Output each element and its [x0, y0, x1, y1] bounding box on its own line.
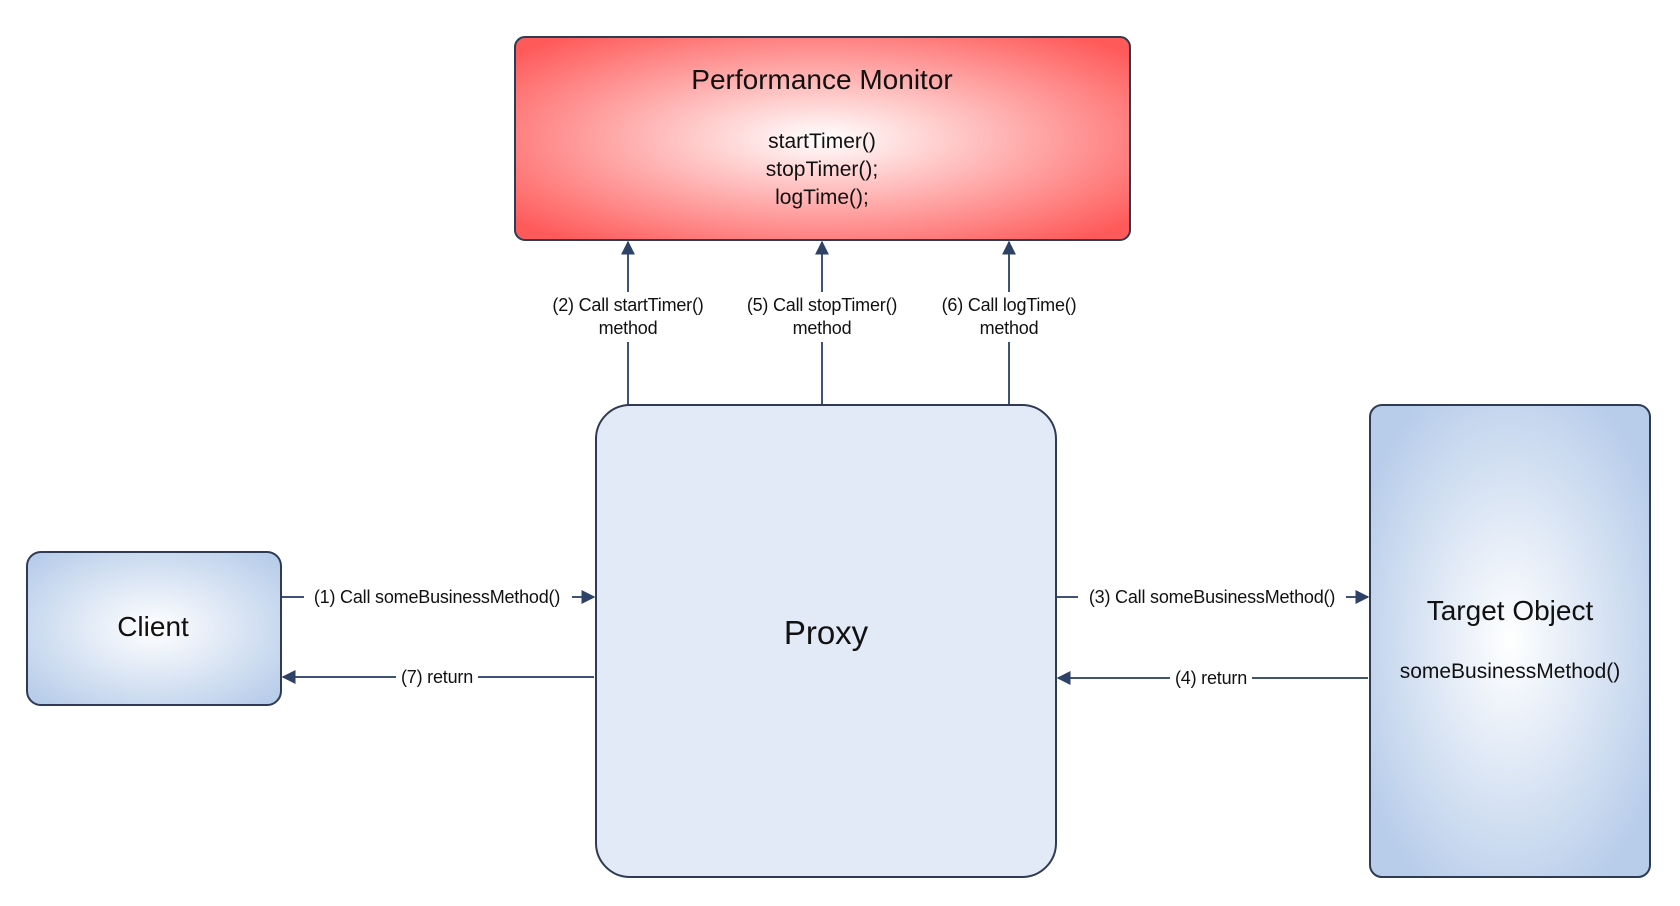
edge-client-call-label: (1) Call someBusinessMethod() — [314, 587, 560, 607]
edge-log-time-label-line2: method — [980, 318, 1039, 338]
target-object-box: Target Object someBusinessMethod() — [1369, 404, 1651, 878]
client-title: Client — [117, 611, 189, 642]
edge-target-return-label: (4) return — [1175, 668, 1247, 688]
proxy-title: Proxy — [784, 614, 869, 651]
monitor-method-log-time: logTime(); — [775, 186, 869, 209]
edge-client-return-label: (7) return — [401, 667, 473, 687]
proxy-box: Proxy — [595, 404, 1057, 878]
performance-monitor-box: Performance Monitor startTimer() stopTim… — [514, 36, 1131, 241]
edge-target-return: (4) return — [1056, 665, 1368, 691]
edge-client-call: (1) Call someBusinessMethod() — [281, 584, 596, 610]
edge-target-call: (3) Call someBusinessMethod() — [1056, 584, 1370, 610]
performance-monitor-title: Performance Monitor — [691, 64, 952, 95]
edge-start-timer-label-line1: (2) Call startTimer() — [552, 295, 703, 315]
target-object-title: Target Object — [1427, 595, 1594, 626]
monitor-method-start-timer: startTimer() — [768, 130, 876, 153]
client-box: Client — [26, 551, 282, 706]
edge-start-timer: (2) Call startTimer() method — [542, 240, 714, 405]
edge-stop-timer-label-line1: (5) Call stopTimer() — [747, 295, 897, 315]
edge-target-call-label: (3) Call someBusinessMethod() — [1089, 587, 1335, 607]
monitor-method-stop-timer: stopTimer(); — [766, 158, 878, 181]
edge-client-return: (7) return — [281, 664, 594, 690]
edge-stop-timer-label-line2: method — [793, 318, 852, 338]
edge-log-time: (6) Call logTime() method — [930, 240, 1090, 405]
edge-start-timer-label-line2: method — [599, 318, 658, 338]
edge-stop-timer: (5) Call stopTimer() method — [736, 240, 908, 405]
edge-log-time-label-line1: (6) Call logTime() — [942, 295, 1077, 315]
target-object-method: someBusinessMethod() — [1400, 660, 1621, 683]
